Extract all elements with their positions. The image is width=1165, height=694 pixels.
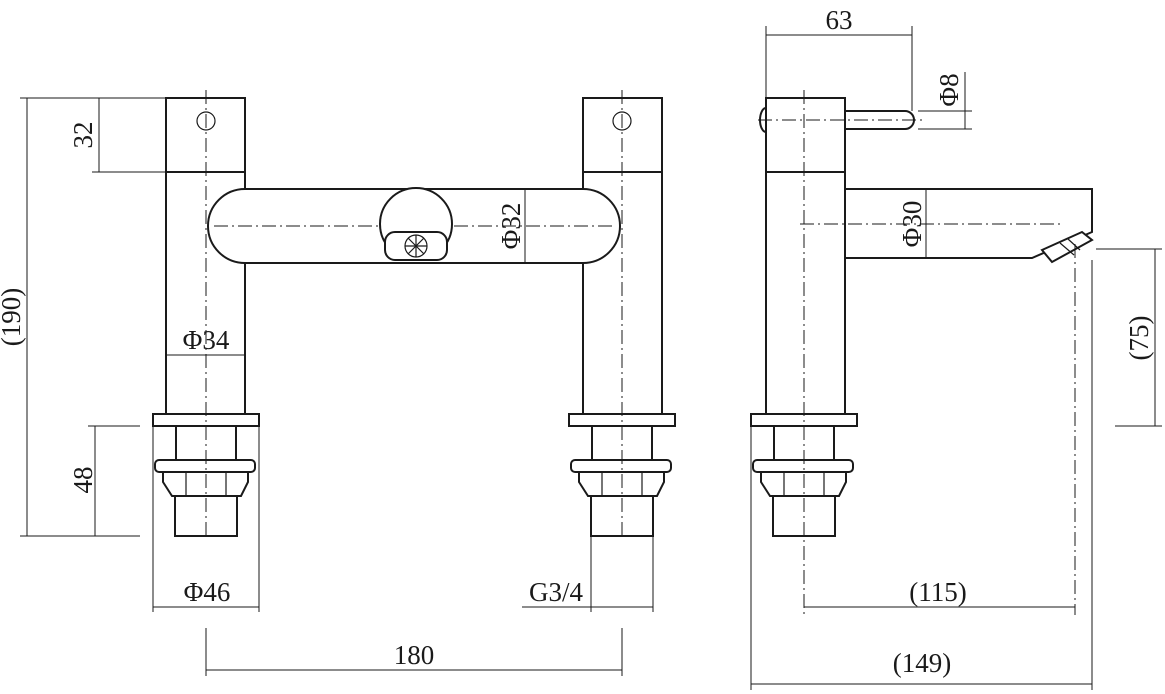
dim-centers: 180	[205, 628, 623, 676]
dim-spout-diameter: Φ30	[897, 189, 927, 258]
dim-top-width: 63	[765, 5, 913, 111]
dim-base-height: 48	[68, 425, 140, 536]
aerator-icon	[405, 235, 427, 257]
top-width-label: 63	[826, 5, 853, 35]
spout-height-label: (75)	[1124, 316, 1154, 361]
cap-height-label: 32	[68, 122, 98, 149]
side-spout	[800, 188, 1094, 615]
dim-overall-depth: (149)	[750, 260, 1093, 690]
centers-label: 180	[394, 640, 435, 670]
total-height-label: (190)	[0, 288, 26, 346]
overall-depth-label: (149)	[893, 648, 951, 678]
base-diameter-label: Φ46	[184, 577, 231, 607]
diverter-knob	[379, 187, 453, 261]
dim-bar-diameter: Φ32	[496, 189, 526, 263]
left-base-fitting	[152, 413, 260, 537]
dim-thread: G3/4	[522, 536, 654, 612]
dim-cap-height: 32	[68, 97, 166, 173]
dim-base-diameter: Φ46	[152, 426, 260, 612]
base-height-label: 48	[68, 467, 98, 494]
dim-reach: (115)	[804, 577, 1075, 608]
dim-total-height: (190)	[0, 97, 140, 537]
pillar-diameter-label: Φ34	[183, 325, 230, 355]
side-handle	[758, 107, 925, 133]
side-base-fitting	[750, 413, 858, 537]
right-base-fitting	[568, 413, 676, 537]
thread-label: G3/4	[529, 577, 584, 607]
dim-spout-height: (75)	[1096, 248, 1162, 427]
handle-diameter-label: Φ8	[934, 73, 964, 106]
dim-pillar-diameter: Φ34	[166, 325, 245, 356]
front-view: 32 (190) 48 Φ32 Φ34	[0, 90, 676, 676]
reach-label: (115)	[909, 577, 966, 607]
spout-diameter-label: Φ30	[897, 201, 927, 248]
side-view: 63 Φ8 Φ30 (75) (115)	[750, 5, 1162, 690]
bar-diameter-label: Φ32	[496, 203, 526, 250]
dim-handle-diameter: Φ8	[918, 72, 972, 130]
